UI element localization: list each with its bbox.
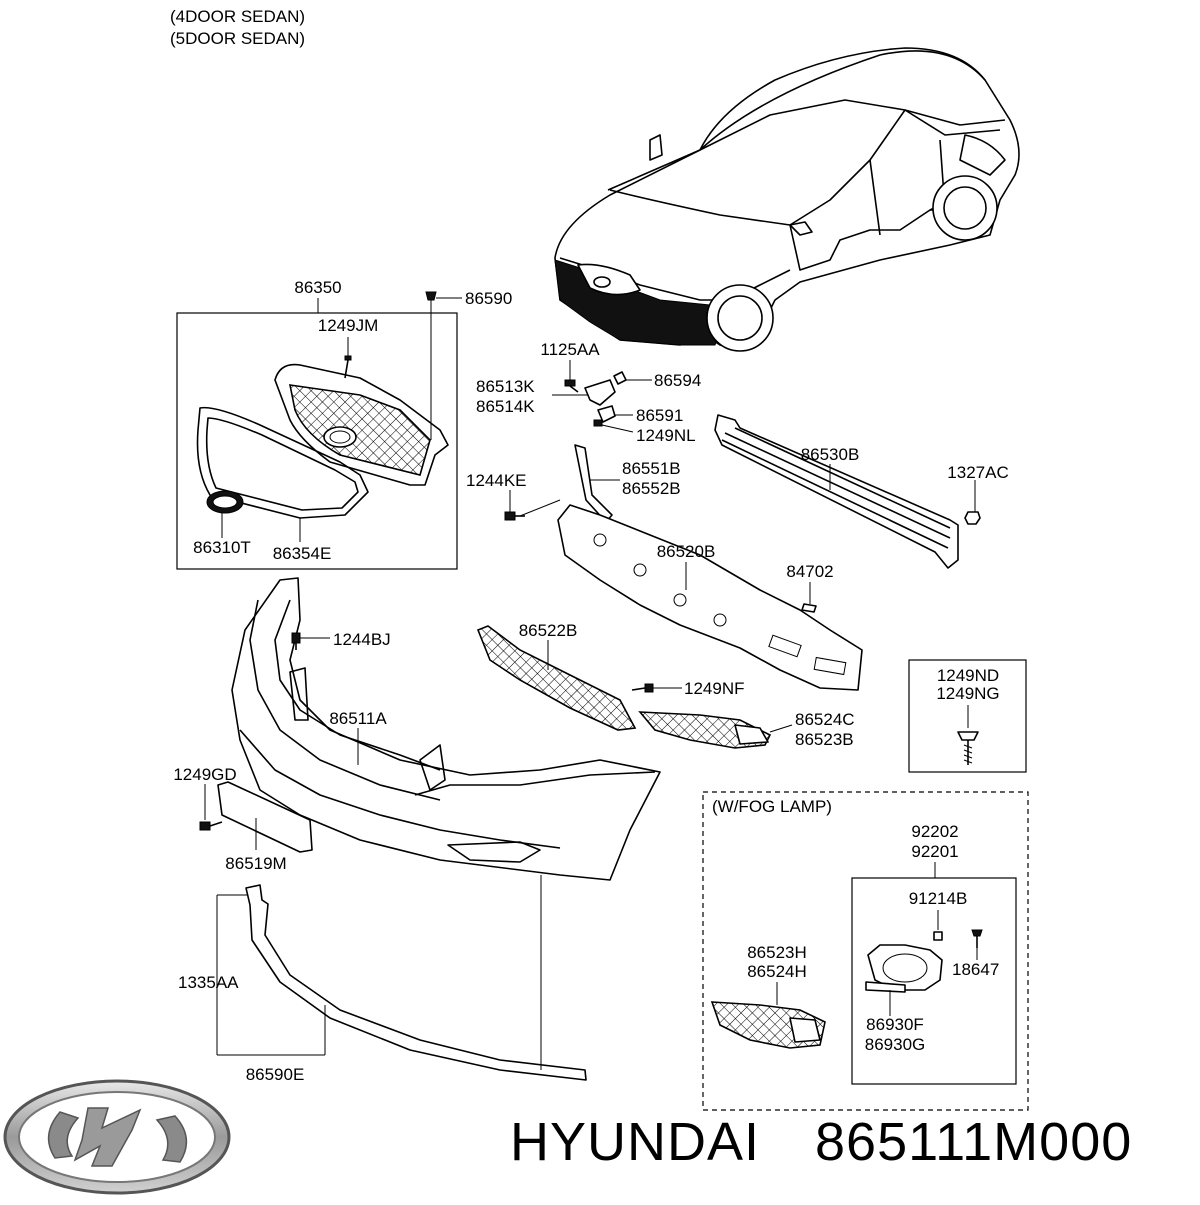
fog-lamp-inner-box [851,877,1017,1085]
label-86930g: 86930G [865,1035,926,1054]
label-86551b: 86551B [622,459,681,478]
label-86530b: 86530B [801,445,860,464]
label-92202: 92202 [911,822,958,841]
header-line-1: (4DOOR SEDAN) [170,7,305,26]
label-1249jm: 1249JM [318,316,378,335]
screw-1249gd [199,821,223,831]
label-1249ng: 1249NG [936,684,999,703]
fog-lamp-option-box [702,791,1029,1111]
label-91214b: 91214B [909,889,968,908]
grille-molding [196,406,369,519]
label-86552b: 86552B [622,479,681,498]
label-86511a: 86511A [329,709,387,728]
label-86514k: 86514K [476,397,535,416]
label-86523h: 86523H [747,943,807,962]
grille-assembly-box [176,312,458,570]
label-1244bj: 1244BJ [333,630,391,649]
label-1327ac: 1327AC [947,463,1008,482]
label-84702: 84702 [786,562,833,581]
fog-cover-86524c [638,711,772,749]
nut-1327ac [964,511,981,525]
label-86523b: 86523B [795,730,854,749]
part-number: 865111M000 [815,1112,1132,1172]
label-1249nd: 1249ND [937,666,999,685]
label-86350: 86350 [294,278,341,297]
energy-absorber-86520b [557,504,863,691]
label-1125aa: 1125AA [540,340,600,359]
label-86524c: 86524C [795,710,855,729]
clip-84702 [801,603,817,613]
fog-lamp-unit [865,944,943,993]
label-1244ke: 1244KE [466,471,527,490]
label-1249nl: 1249NL [636,426,696,445]
hyundai-logo [3,1079,231,1195]
label-86594: 86594 [654,371,701,390]
label-86310t: 86310T [193,538,251,557]
label-1335aa: 1335AA [178,973,239,992]
bumper-reinforcement-beam [714,414,959,569]
label-86524h: 86524H [747,962,807,981]
label-1249nf: 1249NF [684,679,744,698]
label-w-fog-lamp: (W/FOG LAMP) [712,797,832,816]
label-86522b: 86522B [519,621,578,640]
label-86354e: 86354E [273,544,332,563]
screw-1249nf [631,683,654,693]
bolt-1244ke [504,511,525,521]
bolt-1244bj [291,632,301,650]
side-bracket-86551b [574,444,613,523]
clip-86590 [425,291,437,301]
bulb-91214b [933,931,943,941]
header-line-2: (5DOOR SEDAN) [170,29,305,48]
fog-cover-86523h [710,1001,826,1049]
screw-1249jm [344,355,352,379]
label-92201: 92201 [911,842,958,861]
bolt-1125aa [564,379,579,393]
label-86590e: 86590E [246,1065,305,1084]
label-86513k: 86513K [476,377,535,396]
label-86590: 86590 [465,289,512,308]
bracket-86513k [584,379,616,406]
label-86520b: 86520B [657,542,716,561]
label-1249gd: 1249GD [173,765,236,784]
screw-1249nd [957,731,979,765]
label-86930f: 86930F [866,1015,924,1034]
front-bumper-cover [231,577,661,881]
lower-grille-86522b [476,625,637,731]
brand-name: HYUNDAI [510,1112,760,1172]
bracket-86591 [593,405,616,427]
license-bracket-86519m [217,781,313,853]
screw-18647 [971,929,983,948]
grille-emblem [206,490,244,514]
clip-86594 [613,371,627,385]
car-illustration [554,47,1020,352]
label-18647: 18647 [952,960,999,979]
lower-lip-86590e [245,884,587,1081]
label-86591: 86591 [636,406,683,425]
radiator-grille [274,363,449,486]
screw-1249nd-box [908,659,1027,773]
label-86519m: 86519M [225,854,286,873]
